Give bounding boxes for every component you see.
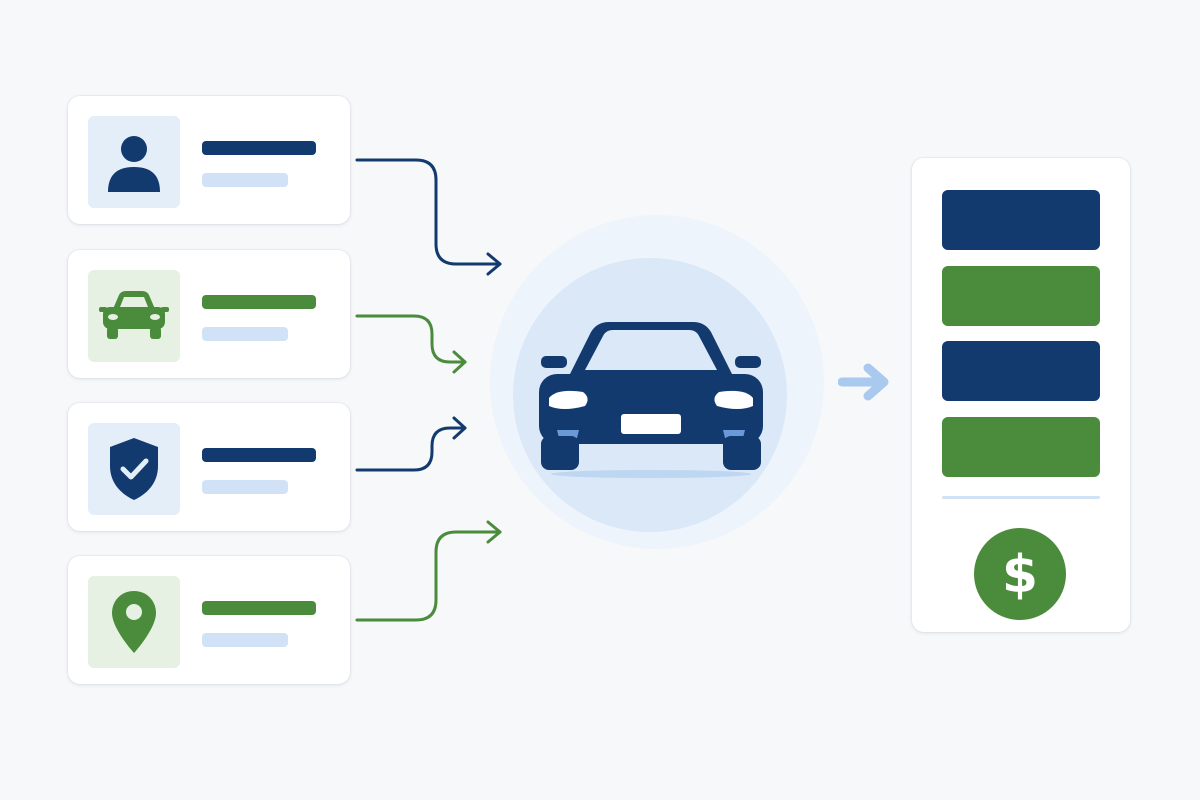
placeholder-subtitle-bar xyxy=(202,480,288,494)
placeholder-subtitle-bar xyxy=(202,327,288,341)
placeholder-title-bar xyxy=(202,295,316,309)
result-arrow-icon xyxy=(838,363,889,401)
result-bar xyxy=(942,341,1100,401)
connector-driver-head xyxy=(486,252,502,276)
connector-location-head xyxy=(486,520,502,544)
input-card-vehicle xyxy=(68,250,350,378)
input-card-coverage xyxy=(68,403,350,531)
dollar-icon: $ xyxy=(1002,545,1038,605)
result-bar xyxy=(942,190,1100,250)
placeholder-subtitle-bar xyxy=(202,633,288,647)
connector-vehicle-head xyxy=(452,350,467,374)
result-card: $ xyxy=(912,158,1130,632)
connector-driver xyxy=(355,158,502,266)
person-icon xyxy=(108,136,160,192)
car-icon xyxy=(99,291,169,339)
placeholder-title-bar xyxy=(202,448,316,462)
shield-check-icon xyxy=(110,438,158,500)
result-bar xyxy=(942,266,1100,326)
result-bar xyxy=(942,417,1100,477)
connector-coverage-head xyxy=(452,416,467,440)
person-tile xyxy=(88,116,180,208)
coverage-tile xyxy=(88,423,180,515)
dollar-symbol: $ xyxy=(1002,545,1038,605)
result-divider xyxy=(942,496,1100,499)
car-front-icon xyxy=(539,322,763,478)
location-tile xyxy=(88,576,180,668)
connector-coverage xyxy=(355,426,467,472)
placeholder-title-bar xyxy=(202,141,316,155)
input-card-driver xyxy=(68,96,350,224)
vehicle-tile xyxy=(88,270,180,362)
placeholder-title-bar xyxy=(202,601,316,615)
connector-vehicle xyxy=(355,314,467,364)
input-card-location xyxy=(68,556,350,684)
dollar-badge: $ xyxy=(974,528,1066,620)
location-pin-icon xyxy=(112,591,156,653)
connector-location xyxy=(355,530,502,622)
placeholder-subtitle-bar xyxy=(202,173,288,187)
